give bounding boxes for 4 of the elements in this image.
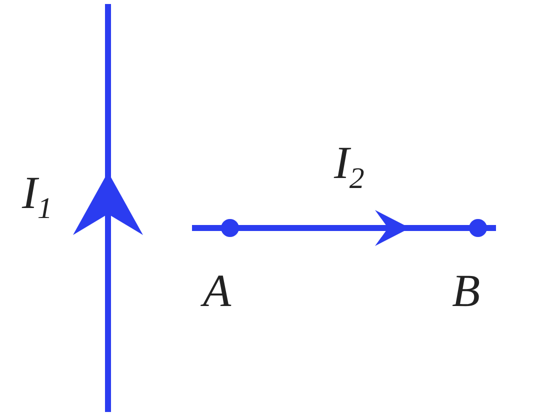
point-label: B bbox=[452, 268, 480, 314]
point-label: A bbox=[203, 268, 232, 314]
current-label: I$_{1}$ bbox=[22, 170, 52, 224]
current-label: I$_{2}$ bbox=[334, 140, 364, 194]
